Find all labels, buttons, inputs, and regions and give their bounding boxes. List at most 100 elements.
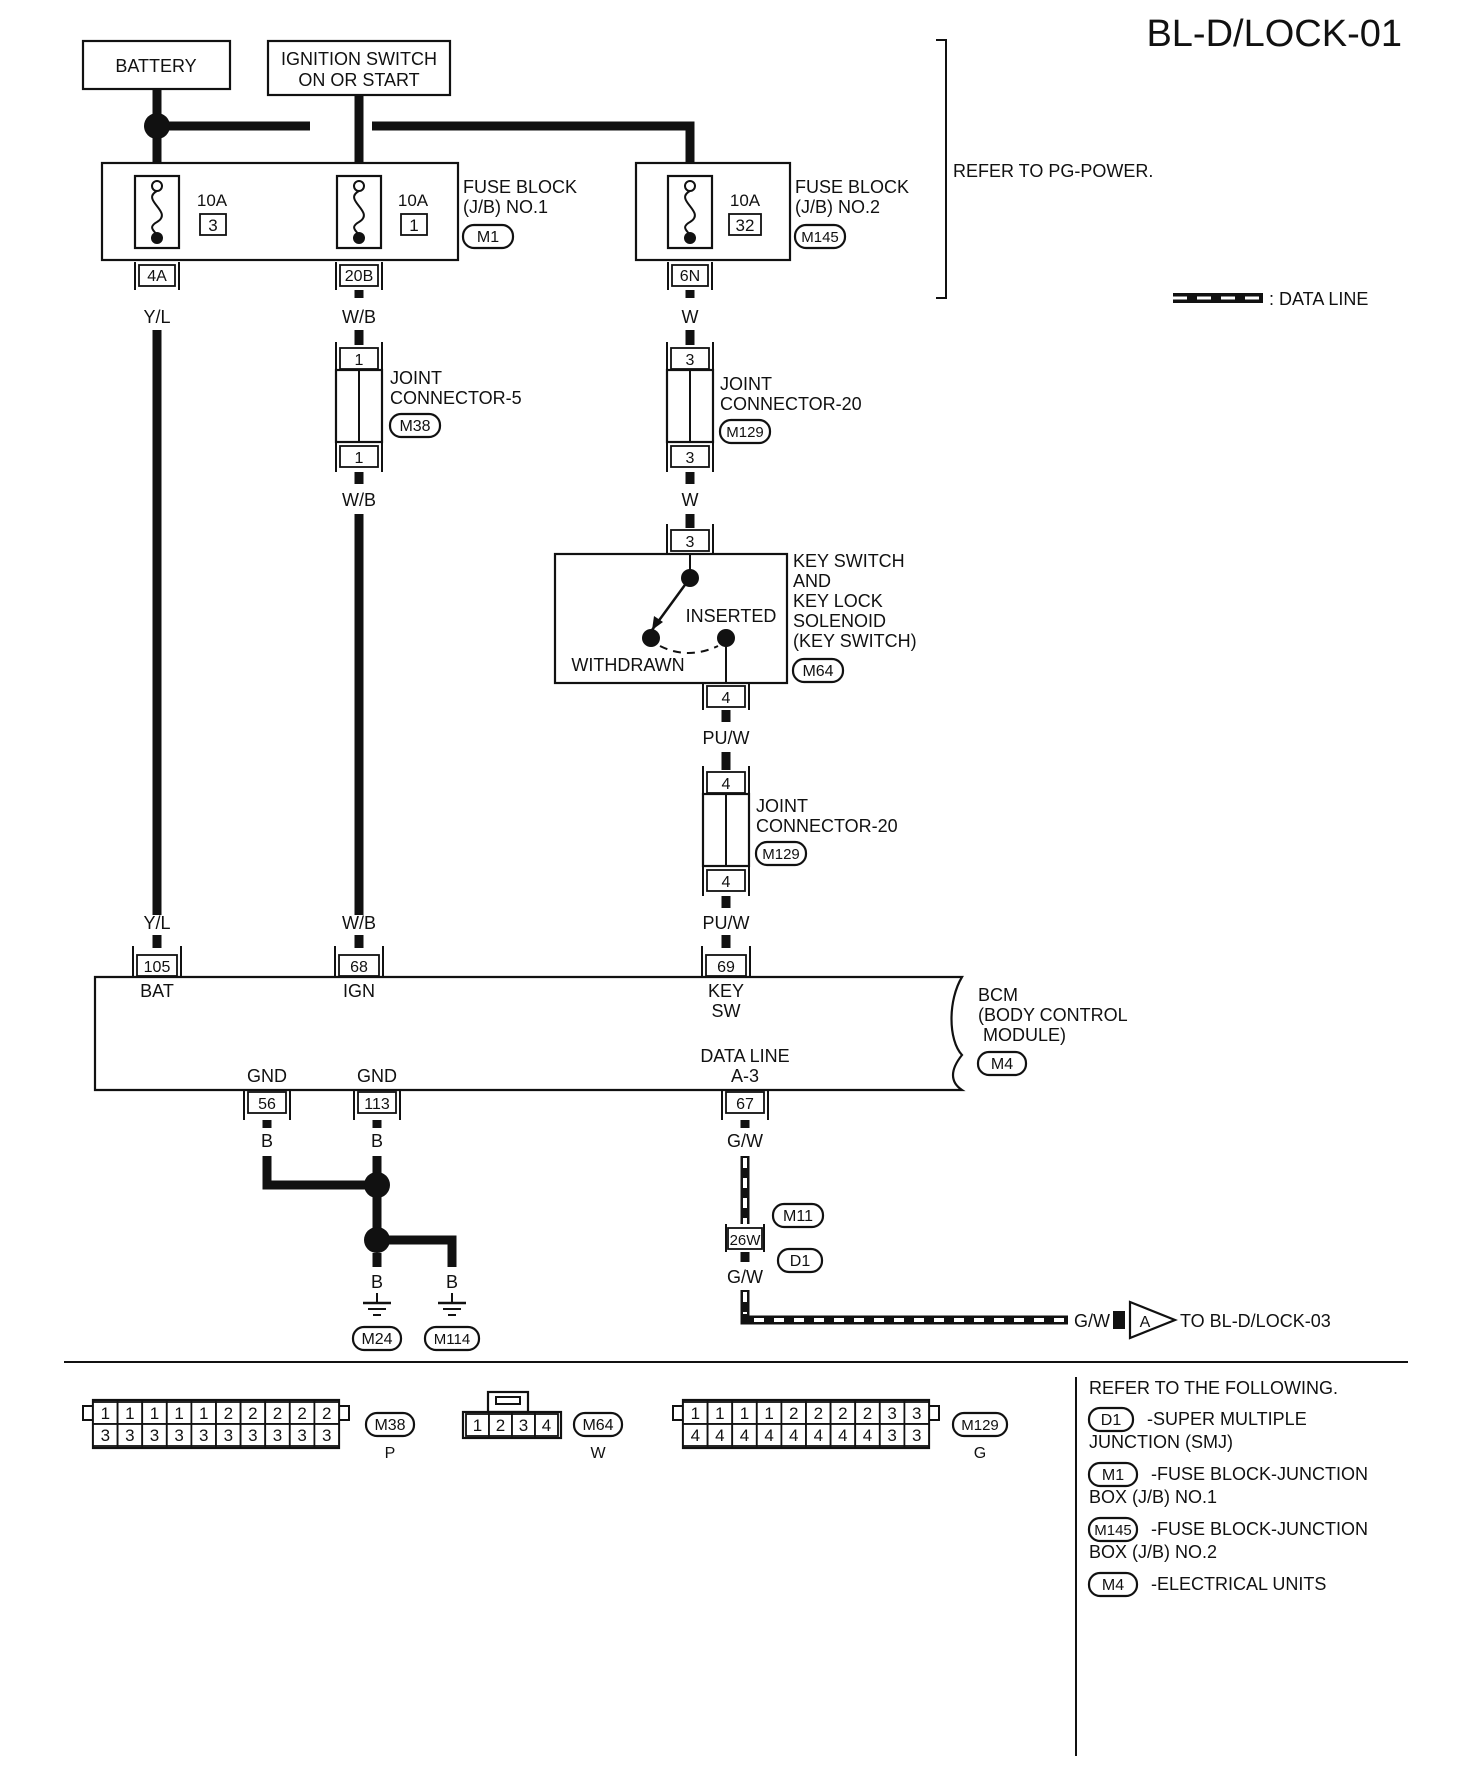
fuse-32-rating: 10A — [730, 191, 761, 210]
bcm-connector: M4 — [991, 1056, 1013, 1073]
diagram-title: BL-D/LOCK-01 — [1146, 13, 1402, 55]
bcm-pin-105: 105 — [144, 959, 171, 976]
wire-color-yl-bcm: Y/L — [143, 913, 170, 933]
bcm-label-ign: IGN — [343, 981, 375, 1001]
connector-pin: 4 — [715, 1426, 724, 1445]
connector-pin: 4 — [789, 1426, 798, 1445]
bcm-label-data-line: DATA LINE — [700, 1046, 789, 1066]
connector-pin: 2 — [496, 1416, 505, 1435]
connector-pin: 2 — [224, 1404, 233, 1423]
junction-d1: D1 — [790, 1253, 811, 1270]
connector-pin: 4 — [863, 1426, 872, 1445]
jc20a-pin-top: 3 — [686, 352, 695, 369]
switch-inserted-label: INSERTED — [686, 606, 777, 626]
connector-pin: 4 — [764, 1426, 773, 1445]
wire-color-yl: Y/L — [143, 307, 170, 327]
key-switch-connector: M64 — [802, 663, 833, 680]
reference-code-m4: M4 — [1102, 1577, 1124, 1594]
connector-pin: 3 — [912, 1404, 921, 1423]
bcm-name-line1: BCM — [978, 985, 1018, 1005]
wire-color-wb: W/B — [342, 307, 376, 327]
wire-stubs-bcm — [152, 935, 364, 948]
joint-connector-20-b: 4 4 JOINT CONNECTOR-20 M129 — [701, 766, 898, 896]
connector-pin: 3 — [297, 1426, 306, 1445]
jc5-pin-top: 1 — [355, 352, 364, 369]
jc20b-pin-top: 4 — [722, 776, 731, 793]
reference-desc-m145-1: -FUSE BLOCK-JUNCTION — [1151, 1519, 1368, 1539]
refer-pg-power: REFER TO PG-POWER. — [953, 161, 1153, 181]
connector-pin: 2 — [273, 1404, 282, 1423]
splice-dot — [144, 113, 170, 139]
connector-pin: 3 — [248, 1426, 257, 1445]
power-wires — [144, 89, 695, 163]
wire-color-puw-2: PU/W — [703, 913, 750, 933]
ground-wire-b-3: B — [371, 1272, 383, 1292]
fuse-block-1-name-line1: FUSE BLOCK — [463, 177, 577, 197]
ground-icon — [438, 1293, 466, 1316]
fuse-block-2: 10A 32 FUSE BLOCK (J/B) NO.2 M145 — [634, 161, 909, 262]
connector-pin: 3 — [322, 1426, 331, 1445]
junction-26w: 26W — [730, 1232, 762, 1249]
connector-pin: 3 — [887, 1404, 896, 1423]
connector-pin: 3 — [125, 1426, 134, 1445]
connector-pin: 1 — [150, 1404, 159, 1423]
connector-pin: 4 — [542, 1416, 551, 1435]
reference-desc-d1-1: -SUPER MULTIPLE — [1147, 1409, 1307, 1429]
reference-desc-m1-1: -FUSE BLOCK-JUNCTION — [1151, 1464, 1368, 1484]
reference-code-m145: M145 — [1094, 1522, 1132, 1539]
bcm-pin-67: 67 — [736, 1096, 754, 1113]
connector-pin: 2 — [863, 1404, 872, 1423]
connector-arrow-icon — [1128, 1300, 1178, 1340]
fuse-block-1: 10A 3 10A 1 FUSE BLOCK (J/B) NO.1 M1 — [100, 161, 577, 262]
key-switch-name-1: KEY SWITCH — [793, 551, 905, 571]
bcm-module: 105 BAT 68 IGN 69 KEY SW GND GND DATA LI… — [93, 946, 1128, 1120]
bcm-pin-56: 56 — [258, 1096, 276, 1113]
connector-pin: 2 — [248, 1404, 257, 1423]
fuse-terminals: 4A 20B 6N — [134, 262, 713, 290]
terminal-6n: 6N — [680, 268, 700, 285]
ground-wire-b-4: B — [446, 1272, 458, 1292]
reference-code-d1: D1 — [1101, 1412, 1122, 1429]
jc20a-name-line2: CONNECTOR-20 — [720, 394, 862, 414]
wire-color-puw: PU/W — [703, 728, 750, 748]
fuse-1-rating: 10A — [398, 191, 429, 210]
connector-pin: 1 — [174, 1404, 183, 1423]
joint-connector-5: 1 1 JOINT CONNECTOR-5 M38 — [334, 342, 522, 472]
connector-pin: 1 — [101, 1404, 110, 1423]
reference-code-m1: M1 — [1102, 1467, 1124, 1484]
bcm-label-sw: SW — [712, 1001, 741, 1021]
fuse-block-2-connector: M145 — [801, 229, 839, 246]
ground-icon — [363, 1293, 391, 1316]
connector-view-m38-color: P — [385, 1445, 396, 1462]
data-wire-gw-1: G/W — [727, 1131, 763, 1151]
to-bl-d-lock-03: TO BL-D/LOCK-03 — [1180, 1311, 1331, 1331]
data-wire-gw-2: G/W — [727, 1267, 763, 1287]
connector-view-m129-color: G — [974, 1445, 986, 1462]
connector-pin: 4 — [740, 1426, 749, 1445]
ignition-label-line1: IGNITION SWITCH — [281, 49, 437, 69]
fuse-1-number: 1 — [409, 216, 418, 235]
key-switch-pin-bottom: 4 — [722, 690, 731, 707]
connector-pin: 3 — [174, 1426, 183, 1445]
data-line-legend: : DATA LINE — [1173, 289, 1368, 309]
bcm-label-gnd-1: GND — [247, 1066, 287, 1086]
jc20a-connector: M129 — [726, 424, 764, 441]
jc20a-pin-bottom: 3 — [686, 450, 695, 467]
ground-wire-b-2: B — [371, 1131, 383, 1151]
connector-pin: 1 — [715, 1404, 724, 1423]
connector-pin: 3 — [273, 1426, 282, 1445]
key-switch-name-2: AND — [793, 571, 831, 591]
refer-bracket: REFER TO PG-POWER. — [936, 39, 1153, 299]
fuse-3-number: 3 — [208, 216, 217, 235]
wire-color-wb-2: W/B — [342, 490, 376, 510]
wire-color-wb-bcm: W/B — [342, 913, 376, 933]
jc20b-connector: M129 — [762, 846, 800, 863]
bcm-label-key: KEY — [708, 981, 744, 1001]
connector-view-m64-color: W — [590, 1445, 606, 1462]
bcm-label-a3: A-3 — [731, 1066, 759, 1086]
fuse-32-number: 32 — [736, 216, 755, 235]
terminal-20b: 20B — [345, 268, 373, 285]
key-switch-name-3: KEY LOCK — [793, 591, 883, 611]
connector-pin: 3 — [519, 1416, 528, 1435]
